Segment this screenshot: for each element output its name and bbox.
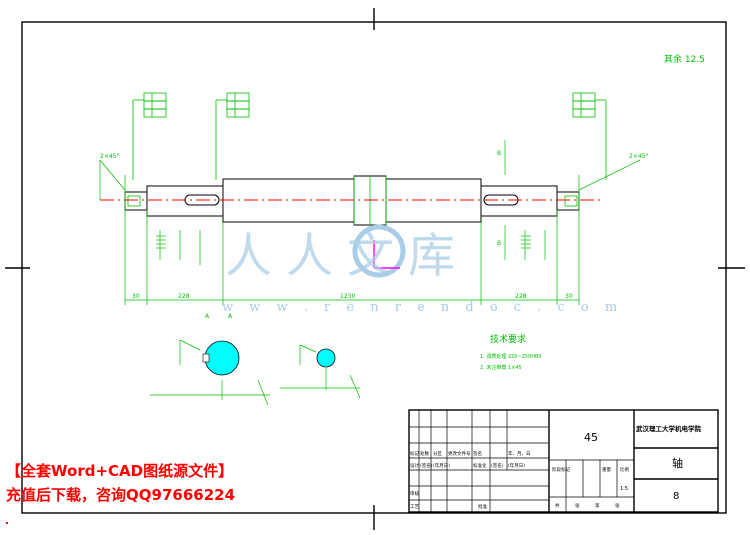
material: 45: [584, 431, 598, 444]
svg-text:分区: 分区: [433, 450, 442, 457]
section-b: [280, 344, 361, 399]
dimension-lines: [99, 140, 641, 305]
section-label-a1: A: [205, 313, 210, 320]
tolerance-frames: [132, 92, 607, 180]
title-block: [408, 409, 719, 513]
dim-right-end: 30: [565, 293, 573, 300]
dim-right-chamfer: 2×45°: [629, 153, 648, 160]
dimension-hatch: [156, 235, 531, 249]
promo-line-1: 【全套Word+CAD图纸源文件】: [6, 462, 234, 480]
svg-text:更改文件号: 更改文件号: [448, 450, 471, 457]
promo-line-2: 充值后下载，咨询QQ97666224: [6, 486, 235, 504]
title-block-text: 45 武汉理工大学机电学院 轴 8 1:5 标记 处数 分区 更改文件号 签名 …: [410, 424, 702, 510]
svg-text:设计: 设计: [410, 462, 419, 469]
svg-text:年、月、日: 年、月、日: [508, 450, 531, 457]
svg-text:(年月日): (年月日): [433, 462, 450, 469]
section-label-b2: B: [497, 240, 501, 247]
svg-text:张: 张: [575, 502, 580, 509]
roughness-note: 其余 12.5: [664, 53, 705, 65]
school-name: 武汉理工大学机电学院: [636, 424, 702, 433]
svg-text:处数: 处数: [420, 450, 429, 457]
drawing-number: 8: [673, 491, 679, 502]
watermark-url: w w w . r e n r e n d o c . c o m: [222, 300, 624, 315]
watermark-logo: 人人文库: [225, 224, 469, 284]
watermark-text: 人人文库: [225, 229, 469, 284]
corner-dot: [6, 522, 8, 524]
dim-left-end: 30: [132, 293, 140, 300]
tech-requirement-1: 1. 调质处理 220~250HBS: [480, 353, 542, 360]
svg-text:标记: 标记: [410, 450, 419, 457]
section-a: [150, 339, 270, 406]
dimension-text: 2×45° 2×45° 30 228 1230 228 30 A A B B: [100, 150, 648, 320]
svg-text:比例: 比例: [620, 466, 629, 473]
svg-text:共: 共: [555, 502, 560, 509]
svg-text:(签名): (签名): [491, 462, 504, 469]
dim-middle-length: 1230: [340, 293, 355, 300]
section-label-a2: A: [228, 313, 233, 320]
svg-text:工艺: 工艺: [410, 504, 419, 510]
tech-requirement-2: 2. 未注倒角 1×45: [480, 364, 522, 371]
svg-text:审核: 审核: [410, 490, 419, 497]
svg-text:张: 张: [615, 502, 620, 509]
svg-text:(年月日): (年月日): [508, 462, 525, 469]
svg-text:签名: 签名: [473, 450, 482, 457]
svg-text:第: 第: [595, 502, 600, 509]
svg-text:阶段标记: 阶段标记: [552, 466, 570, 473]
tech-requirements-title: 技术要求: [490, 333, 526, 345]
sheet-frame: [5, 8, 745, 530]
dim-left-chamfer: 2×45°: [100, 153, 119, 160]
dim-right-journal: 228: [515, 293, 527, 300]
part-name: 轴: [672, 456, 683, 470]
scale-value: 1:5: [620, 486, 628, 492]
section-label-b1: B: [497, 150, 501, 157]
svg-text:批准: 批准: [478, 503, 487, 510]
dim-left-journal: 228: [178, 293, 190, 300]
svg-text:(签名): (签名): [420, 462, 433, 469]
svg-text:重量: 重量: [602, 466, 611, 473]
svg-text:标准化: 标准化: [473, 462, 487, 469]
